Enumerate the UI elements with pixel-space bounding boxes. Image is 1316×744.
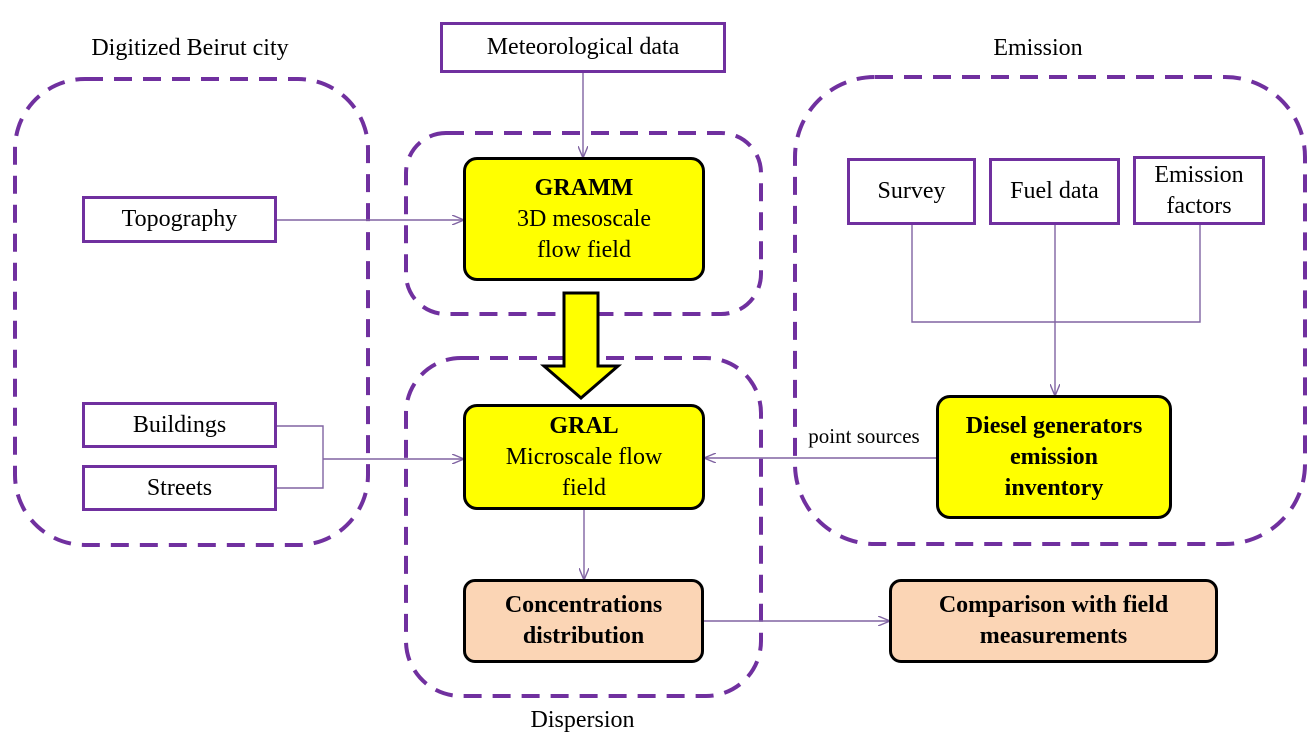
emission-factors-label-line2: factors	[1166, 192, 1232, 219]
survey-label: Survey	[877, 178, 946, 204]
group-emission-frame	[793, 75, 1307, 546]
streets-label: Streets	[146, 474, 213, 501]
concentrations-box: Concentrations distribution	[463, 579, 704, 663]
edge-buildings-streets-bracket	[277, 425, 324, 489]
inventory-line2: emission	[1009, 443, 1098, 470]
comparison-line2: measurements	[979, 623, 1128, 649]
topography-label: Topography	[121, 206, 238, 232]
meteorological-data-label: Meteorological data	[486, 34, 680, 60]
gramm-box: GRAMM 3D mesoscale flow field	[463, 157, 705, 281]
concentrations-line1: Concentrations	[504, 592, 663, 618]
fuel-data-box: Fuel data	[989, 158, 1120, 225]
meteorological-data-box: Meteorological data	[440, 22, 726, 73]
edge-emission-inputs-merge	[911, 225, 1201, 323]
topography-box: Topography	[82, 196, 277, 243]
inventory-line3: inventory	[1004, 474, 1104, 501]
gral-box: GRAL Microscale flow field	[463, 404, 705, 510]
edge-label-point-sources: point sources	[808, 424, 920, 448]
gramm-line1: 3D mesoscale	[517, 205, 651, 232]
comparison-box: Comparison with field measurements	[889, 579, 1218, 663]
gramm-title: GRAMM	[534, 174, 634, 201]
emission-factors-box: Emission factors	[1133, 156, 1265, 225]
block-arrow-gramm-to-gral	[539, 291, 623, 400]
group-label-dispersion: Dispersion	[530, 707, 635, 733]
inventory-line1: Diesel generators	[965, 412, 1143, 439]
streets-box: Streets	[82, 465, 277, 511]
emission-factors-label-line1: Emission	[1154, 161, 1244, 188]
fuel-data-label: Fuel data	[1010, 178, 1099, 204]
gral-line2: field	[562, 474, 606, 501]
gral-line1: Microscale flow	[505, 443, 663, 470]
group-label-emission: Emission	[993, 35, 1083, 61]
comparison-line1: Comparison with field	[938, 592, 1169, 618]
diesel-inventory-box: Diesel generators emission inventory	[936, 395, 1172, 519]
group-label-city: Digitized Beirut city	[91, 35, 289, 61]
gral-title: GRAL	[549, 412, 619, 439]
gramm-line2: flow field	[537, 236, 631, 263]
buildings-label: Buildings	[132, 411, 227, 438]
survey-box: Survey	[847, 158, 976, 225]
concentrations-line2: distribution	[522, 623, 645, 649]
buildings-box: Buildings	[82, 402, 277, 448]
